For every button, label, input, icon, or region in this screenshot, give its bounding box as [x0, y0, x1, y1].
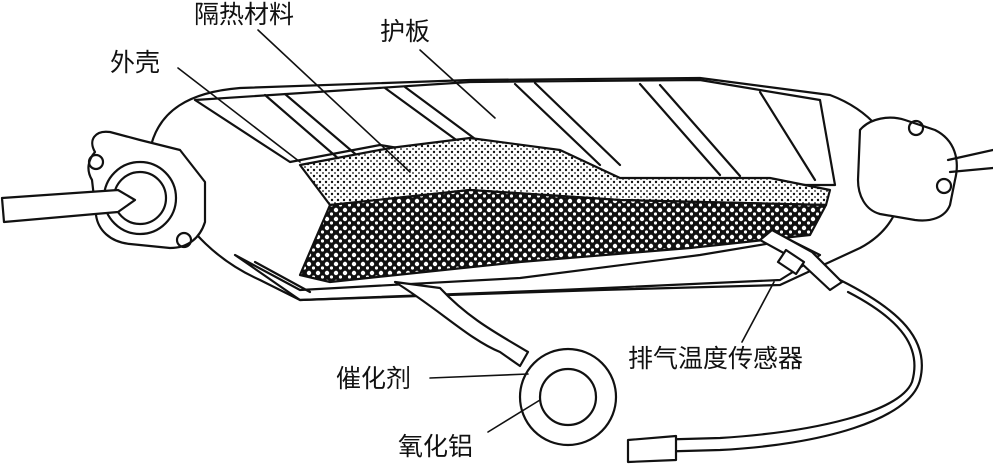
heat-shield-rib-9 — [758, 90, 817, 182]
inlet-flow-arrow — [0, 188, 137, 224]
heat-shield-plate — [193, 78, 837, 187]
leader-line-sensor — [741, 281, 775, 343]
leader-line-heat-shield — [419, 49, 496, 119]
inlet-flange-bolt-bottom — [175, 231, 193, 249]
inlet-flange-bolt-top — [87, 153, 105, 171]
catalyst-bed — [298, 188, 828, 284]
leader-line-alumina — [487, 399, 541, 433]
label-alumina: 氧化铝 — [398, 432, 474, 461]
outlet-flange-bolt-top — [907, 119, 925, 137]
heat-shield-rib-8 — [658, 83, 742, 178]
heat-shield-rib-7 — [638, 82, 722, 177]
lower-shell-edge — [253, 260, 312, 294]
alumina-ring-outer — [518, 347, 618, 447]
temp-sensor-nut — [776, 248, 806, 276]
heat-shield-rib-5 — [513, 82, 602, 167]
outlet-pipe — [946, 148, 993, 174]
label-shell: 外壳 — [110, 48, 161, 77]
temp-sensor-cable-outer — [646, 278, 923, 454]
leader-line-insulation — [257, 29, 411, 173]
heat-shield-rib-6 — [533, 81, 622, 167]
inlet-flange — [87, 130, 207, 250]
outlet-flange — [856, 116, 958, 222]
label-catalyst: 催化剂 — [336, 364, 412, 393]
temp-sensor-cable-inner — [646, 290, 916, 442]
label-insulation: 隔热材料 — [194, 0, 295, 29]
heat-shield-rib-2 — [283, 92, 362, 160]
alumina-ring-inner — [538, 367, 598, 427]
outlet-flange-bolt-bottom — [935, 177, 953, 195]
label-heat-shield: 护板 — [380, 17, 431, 46]
leader-line-shell — [177, 67, 301, 163]
heat-shield-rib-1 — [263, 93, 342, 162]
label-exhaust-temp-sensor: 排气温度传感器 — [628, 344, 804, 373]
leader-line-catalyst — [429, 373, 529, 379]
temp-sensor-connector — [626, 434, 678, 464]
catalyst-strip — [393, 280, 530, 368]
